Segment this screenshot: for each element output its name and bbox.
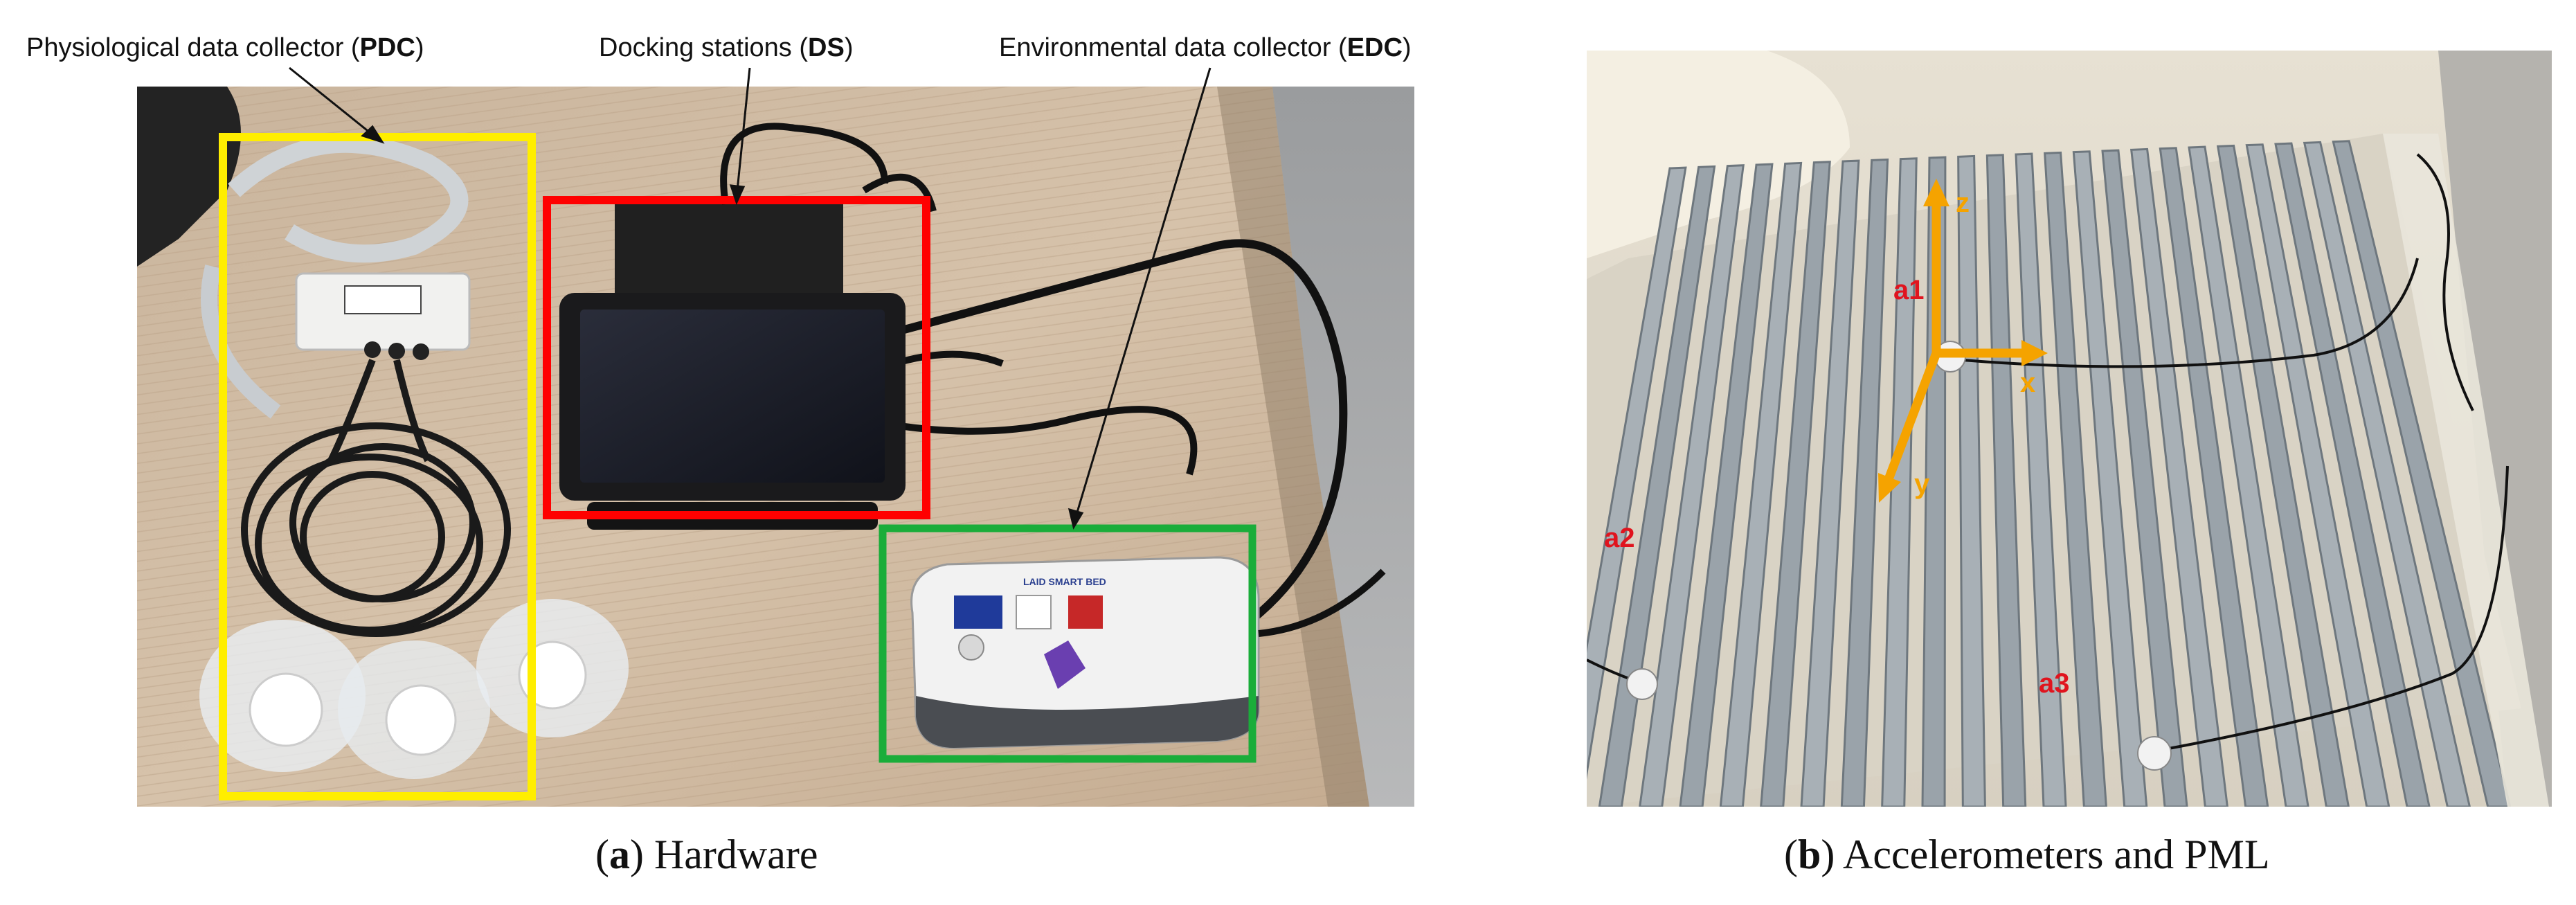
pml-stripe [1985, 154, 2027, 807]
pml-stripe [2216, 144, 2350, 807]
z-axis-label: z [1956, 188, 1970, 218]
pml-stripe [2159, 147, 2269, 807]
callout-ds-suffix: ) [844, 33, 854, 62]
caption-a-text: Hardware [654, 832, 818, 877]
callout-pdc-suffix: ) [415, 33, 424, 62]
y-axis-arrowhead [1878, 473, 1901, 503]
pdc-leader-line [289, 66, 375, 137]
pml-stripe [2332, 140, 2512, 807]
edc-highlight-box [879, 524, 1257, 763]
hardware-photo-illustration: LAID SMART BED [137, 87, 1414, 807]
callout-pdc-abbr: PDC [359, 33, 415, 62]
callout-ds-abbr: DS [808, 33, 845, 62]
x-axis-label: x [2020, 368, 2035, 398]
sensor-a3-label: a3 [2039, 668, 2070, 699]
callout-ds-prefix: Docking stations ( [599, 33, 809, 62]
sensor-a1-label: a1 [1893, 275, 1925, 305]
y-axis-line [1882, 348, 1941, 490]
pml-stripe [1840, 158, 1889, 807]
caption-b: (b) Accelerometers and PML [1784, 832, 2270, 877]
y-axis-label: y [1914, 469, 1930, 499]
callout-pdc: Physiological data collector (PDC) [26, 33, 424, 63]
x-axis-arrowhead [2021, 340, 2048, 366]
pml-stripe [1760, 161, 1831, 807]
callout-ds: Docking stations (DS) [599, 33, 853, 63]
pml-stripe [2274, 142, 2431, 807]
pml-stripe [1598, 165, 1716, 807]
sensor-a2-label: a2 [1604, 523, 1635, 553]
edc-device-label: LAID SMART BED [1023, 576, 1106, 587]
hardware-photo: LAID SMART BED [137, 87, 1414, 807]
pml-stripe [1639, 164, 1745, 807]
pml-stripe [2245, 143, 2390, 807]
pml-stripes [1587, 140, 2512, 807]
pml-stripe [1679, 163, 1774, 807]
ds-leader-line [736, 67, 751, 191]
pdc-arrowhead [361, 125, 385, 144]
pml-stripe [1719, 161, 1803, 807]
edc-arrowhead [1068, 508, 1084, 530]
sensor-a3-dot [2137, 736, 2172, 771]
z-axis-arrowhead [1923, 179, 1949, 206]
pml-stripe [2044, 151, 2107, 807]
caption-b-text: Accelerometers and PML [1843, 832, 2270, 877]
pml-stripe [1587, 166, 1687, 780]
pml-stripe [2101, 149, 2188, 807]
caption-b-letter: b [1797, 832, 1821, 877]
caption-a-letter: a [609, 832, 630, 877]
callout-pdc-prefix: Physiological data collector ( [26, 33, 360, 62]
callout-edc-suffix: ) [1402, 33, 1412, 62]
sensor-a2-dot [1626, 668, 1658, 700]
pml-stripe [1800, 159, 1860, 807]
ds-arrowhead [729, 184, 746, 206]
pml-stripe [2015, 152, 2067, 807]
pml-stripe [1957, 154, 1986, 807]
pml-stripe [2303, 141, 2471, 807]
edc-leader-line [1075, 67, 1212, 515]
callout-edc-abbr: EDC [1346, 33, 1403, 62]
callout-edc-prefix: Environmental data collector ( [999, 33, 1347, 62]
caption-a: (a) Hardware [595, 832, 818, 877]
pml-stripe [2072, 150, 2148, 807]
pml-stripe [2188, 145, 2309, 807]
callout-edc: Environmental data collector (EDC) [999, 33, 1412, 63]
pml-stripe [2129, 147, 2228, 807]
